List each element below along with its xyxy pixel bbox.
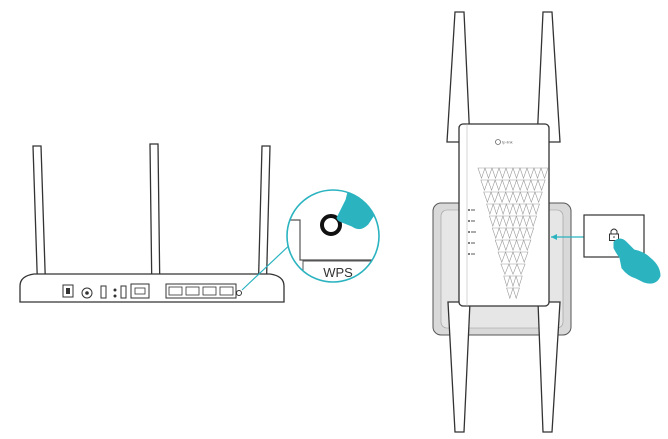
- pattern-triangle: [533, 167, 542, 180]
- reset-button-icon: [113, 288, 117, 292]
- pattern-triangle: [509, 275, 517, 288]
- pattern-triangle: [515, 215, 524, 228]
- pattern-triangle: [530, 179, 539, 192]
- pattern-triangle: [492, 203, 501, 216]
- pattern-triangle: [532, 203, 540, 216]
- pattern-triangle: [483, 191, 492, 204]
- pattern-triangle: [540, 167, 549, 180]
- pattern-triangle: [486, 203, 494, 216]
- pattern-triangle: [526, 227, 535, 240]
- pattern-triangle: [526, 167, 535, 180]
- extender-body: [458, 123, 550, 307]
- pattern-triangle: [512, 287, 520, 300]
- pattern-triangle: [534, 191, 543, 204]
- pattern-triangle: [495, 215, 504, 228]
- pattern-triangle: [505, 191, 514, 204]
- pattern-triangle: [491, 167, 500, 180]
- pattern-triangle: [512, 227, 521, 240]
- pattern-triangle: [499, 203, 507, 216]
- pattern-triangle: [491, 227, 500, 240]
- extender-antenna-top-left: [446, 11, 471, 143]
- pattern-triangle: [494, 179, 503, 192]
- wps-zoom-callout: WPS: [286, 189, 380, 283]
- pattern-triangle: [480, 179, 489, 192]
- pattern-triangle: [503, 275, 511, 288]
- wps-button-large-icon[interactable]: [320, 214, 342, 236]
- lock-button-icon[interactable]: [609, 228, 619, 241]
- pattern-triangle: [487, 179, 496, 192]
- pattern-triangle: [489, 215, 497, 228]
- pattern-triangle: [509, 239, 517, 252]
- front-pattern: [477, 167, 549, 300]
- pattern-triangle: [522, 215, 531, 228]
- pattern-triangle: [515, 275, 523, 288]
- pattern-triangle: [509, 179, 517, 192]
- extender-antenna-bottom-right: [537, 301, 561, 433]
- pattern-triangle: [527, 191, 536, 204]
- range-extender: tp-link: [432, 11, 661, 433]
- brand-label: tp-link: [502, 140, 513, 145]
- usb-port-icon: [120, 285, 127, 299]
- pattern-triangle: [501, 239, 510, 252]
- pattern-triangle: [498, 167, 507, 180]
- pattern-triangle: [508, 263, 518, 276]
- pattern-triangle: [512, 191, 521, 204]
- pattern-triangle: [501, 179, 510, 192]
- router: WPS: [19, 143, 380, 303]
- pattern-triangle: [512, 167, 521, 180]
- pattern-triangle: [519, 227, 528, 240]
- pattern-triangle: [505, 251, 514, 264]
- pattern-triangle: [525, 203, 534, 216]
- pattern-triangle: [512, 203, 521, 216]
- pattern-triangle: [512, 251, 521, 264]
- pressing-hand-icon: [613, 238, 661, 284]
- pattern-triangle: [519, 191, 529, 204]
- pattern-triangle: [502, 215, 511, 228]
- brand-logo-icon: [495, 139, 501, 145]
- pattern-triangle: [505, 167, 514, 180]
- pattern-triangle: [494, 239, 503, 252]
- pattern-triangle: [484, 167, 493, 180]
- pattern-triangle: [497, 191, 507, 204]
- pattern-triangle: [516, 263, 526, 276]
- pattern-triangle: [505, 227, 514, 240]
- usb-port-icon: [100, 285, 107, 299]
- pattern-triangle: [519, 203, 527, 216]
- pattern-triangle: [516, 239, 525, 252]
- led-indicators: [468, 209, 476, 255]
- pattern-triangle: [529, 215, 537, 228]
- pattern-triangle: [523, 239, 532, 252]
- lan-ports-icon: [165, 283, 237, 299]
- wps-label: WPS: [323, 265, 353, 280]
- wps-button-icon[interactable]: [236, 290, 242, 296]
- pattern-triangle: [537, 179, 546, 192]
- pattern-triangle: [477, 167, 486, 180]
- pattern-triangle: [519, 167, 528, 180]
- pattern-triangle: [497, 251, 506, 264]
- extender-antenna-bottom-left: [447, 301, 471, 433]
- pattern-triangle: [509, 215, 517, 228]
- pattern-triangle: [523, 179, 532, 192]
- callout-leader-line: [241, 239, 296, 291]
- pattern-triangle: [500, 263, 510, 276]
- pattern-triangle: [516, 179, 525, 192]
- extender-antenna-top-right: [536, 11, 561, 143]
- pattern-triangle: [505, 203, 514, 216]
- pattern-triangle: [498, 227, 507, 240]
- pattern-triangle: [520, 251, 529, 264]
- pattern-triangle: [506, 287, 514, 300]
- pattern-triangle: [490, 191, 499, 204]
